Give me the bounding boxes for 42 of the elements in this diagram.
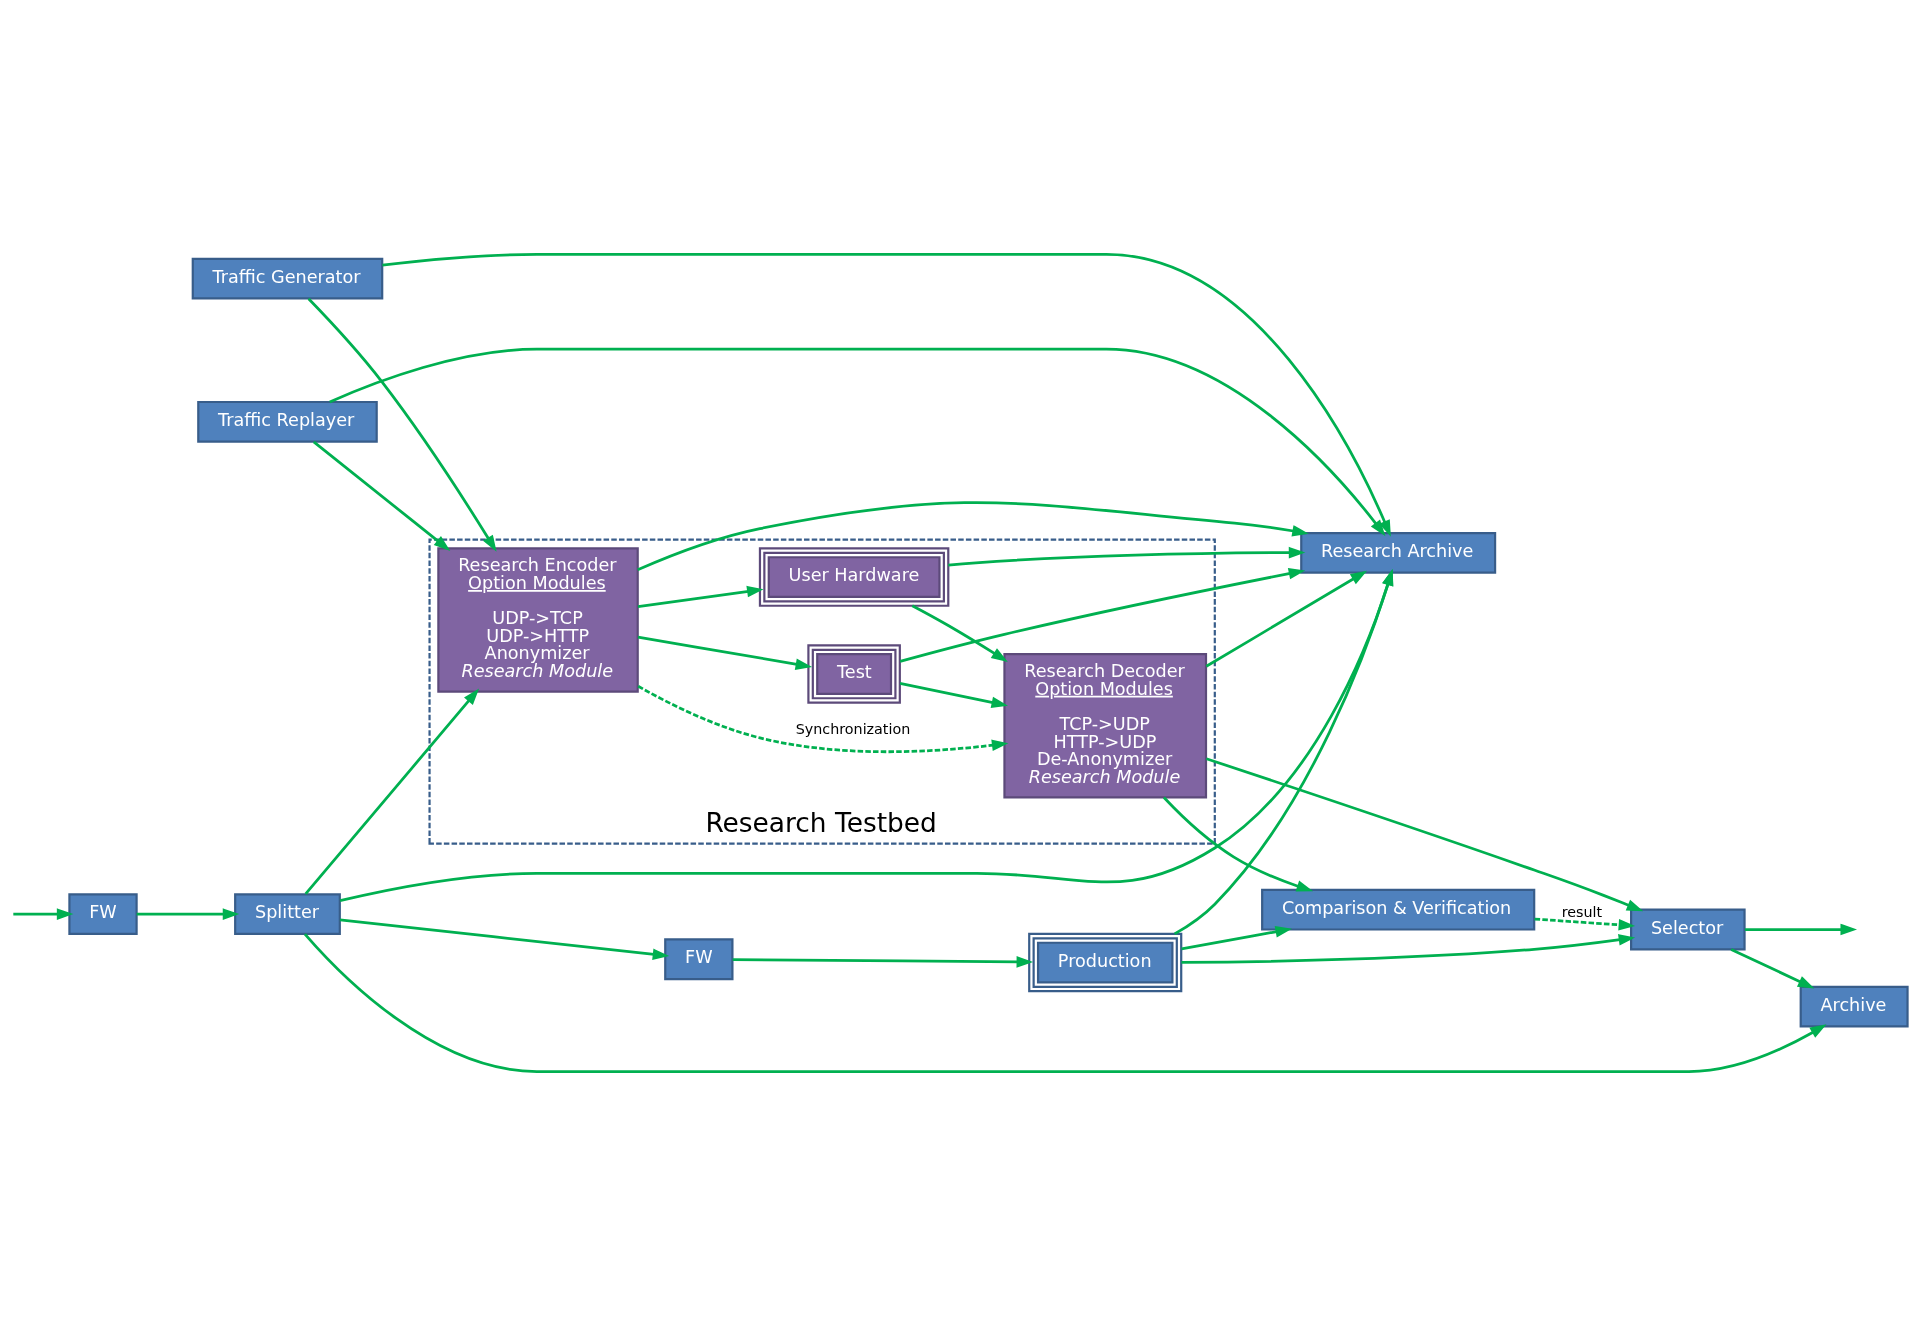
- node-box: Splitter: [234, 893, 341, 936]
- arrow: [136, 908, 240, 920]
- node-box: Archive: [1799, 985, 1909, 1028]
- node-box: Research Encoder Option Modules UDP->TCP UDP->HTTP Anonymizer Research Module: [437, 547, 639, 693]
- arrow: [339, 918, 670, 961]
- arrow: [1730, 948, 1815, 989]
- arrow: [732, 956, 1034, 968]
- node-box: Comparison & Verification: [1261, 888, 1536, 931]
- arrow: [899, 682, 1009, 709]
- arrow: [948, 546, 1306, 567]
- arrow: [1534, 917, 1636, 931]
- edge-label: result: [1561, 903, 1603, 920]
- node-box: Research Archive: [1300, 531, 1497, 574]
- arrow: [1162, 796, 1314, 892]
- arrow: [637, 585, 764, 608]
- node-box: Traffic Replayer: [197, 400, 378, 443]
- node-box: Test: [807, 644, 901, 704]
- node-box: Traffic Generator: [191, 257, 384, 300]
- node-box: Production: [1028, 932, 1183, 993]
- node-box: Research Decoder Option Modules TCP->UDP HTTP->UDP De-Anonymizer Research Module: [1003, 653, 1208, 799]
- arrow: [312, 440, 451, 551]
- arrow: [329, 347, 1386, 537]
- node-box: Selector: [1630, 908, 1746, 951]
- node-box: FW: [664, 938, 734, 981]
- arrow: [1181, 934, 1636, 964]
- arrow: [911, 604, 1008, 662]
- arrow: [1205, 570, 1368, 668]
- node-box: FW: [68, 893, 138, 936]
- arrow: [637, 685, 1009, 754]
- arrow: [637, 635, 813, 670]
- node-box: User Hardware: [758, 547, 950, 607]
- arrow: [307, 297, 497, 552]
- arrow: [899, 567, 1306, 663]
- arrow: [637, 501, 1309, 572]
- arrow: [382, 253, 1391, 537]
- arrow: [1205, 757, 1644, 912]
- edge-label: Synchronization: [795, 720, 911, 737]
- arrow: [303, 933, 1827, 1073]
- arrow: [13, 908, 74, 920]
- arrow: [1744, 923, 1857, 936]
- arrow: [304, 688, 480, 895]
- arrow: [1181, 926, 1292, 951]
